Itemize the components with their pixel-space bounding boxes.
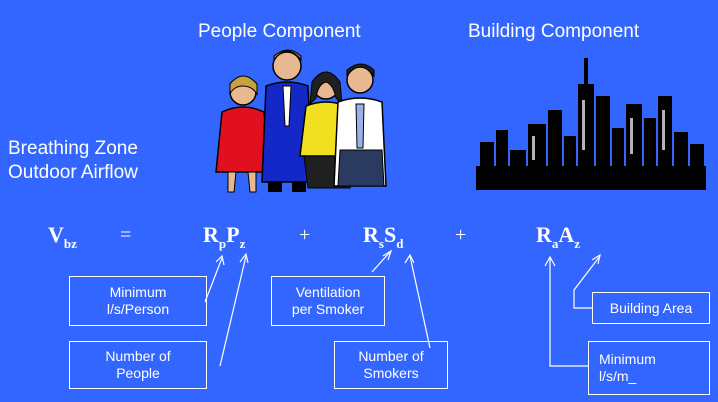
term2-a-sub: s <box>378 236 384 251</box>
callout-number-smokers-line2: Smokers <box>363 365 419 381</box>
term-rs-sd: RsSd <box>363 222 403 252</box>
callout-vent-smoker-line2: per Smoker <box>291 301 365 317</box>
people-clipart-icon <box>215 49 387 193</box>
term1-a: R <box>203 222 219 247</box>
callout-min-per-area-line2: l/s/m_ <box>599 368 637 384</box>
plus-sign-2: + <box>455 224 467 246</box>
term2-b-sub: d <box>396 236 404 251</box>
lhs-vbz: Vbz <box>48 222 77 252</box>
term1-b: P <box>226 222 240 247</box>
callout-vent-smoker-line1: Ventilation <box>295 284 361 300</box>
term3-b: A <box>558 222 575 247</box>
callout-number-people-line2: People <box>116 365 160 381</box>
term3-a: R <box>536 222 552 247</box>
breathing-zone-line2: Outdoor Airflow <box>8 162 138 183</box>
term-rp-pz: RpPz <box>203 222 245 252</box>
callout-min-per-person-line1: Minimum <box>109 284 167 300</box>
callout-building-area-line1: Building Area <box>609 299 693 316</box>
equals-sign: = <box>120 224 132 246</box>
term3-b-sub: z <box>574 236 581 251</box>
city-skyline-clipart-icon <box>476 58 706 190</box>
lhs-sub: bz <box>63 236 77 251</box>
breathing-zone-label: Breathing Zone Outdoor Airflow <box>8 137 138 185</box>
term1-b-sub: z <box>239 236 246 251</box>
plus-sign-1: + <box>299 224 311 246</box>
term3-a-sub: a <box>551 236 559 251</box>
callout-number-smokers-line1: Number of <box>358 348 424 364</box>
callout-min-per-person-line2: l/s/Person <box>106 301 170 317</box>
lhs-main: V <box>48 222 64 247</box>
callout-number-people-line1: Number of <box>105 348 171 364</box>
term2-a: R <box>363 222 379 247</box>
people-component-heading: People Component <box>198 21 361 42</box>
building-component-heading: Building Component <box>468 21 640 42</box>
callout-arrows <box>204 249 601 367</box>
callout-min-per-area-line1: Minimum <box>599 351 656 367</box>
term2-b: S <box>383 222 397 247</box>
term-ra-az: RaAz <box>536 222 580 252</box>
breathing-zone-line1: Breathing Zone <box>8 138 138 159</box>
term1-a-sub: p <box>218 236 227 251</box>
callout-building-area: Building Area <box>592 292 710 324</box>
